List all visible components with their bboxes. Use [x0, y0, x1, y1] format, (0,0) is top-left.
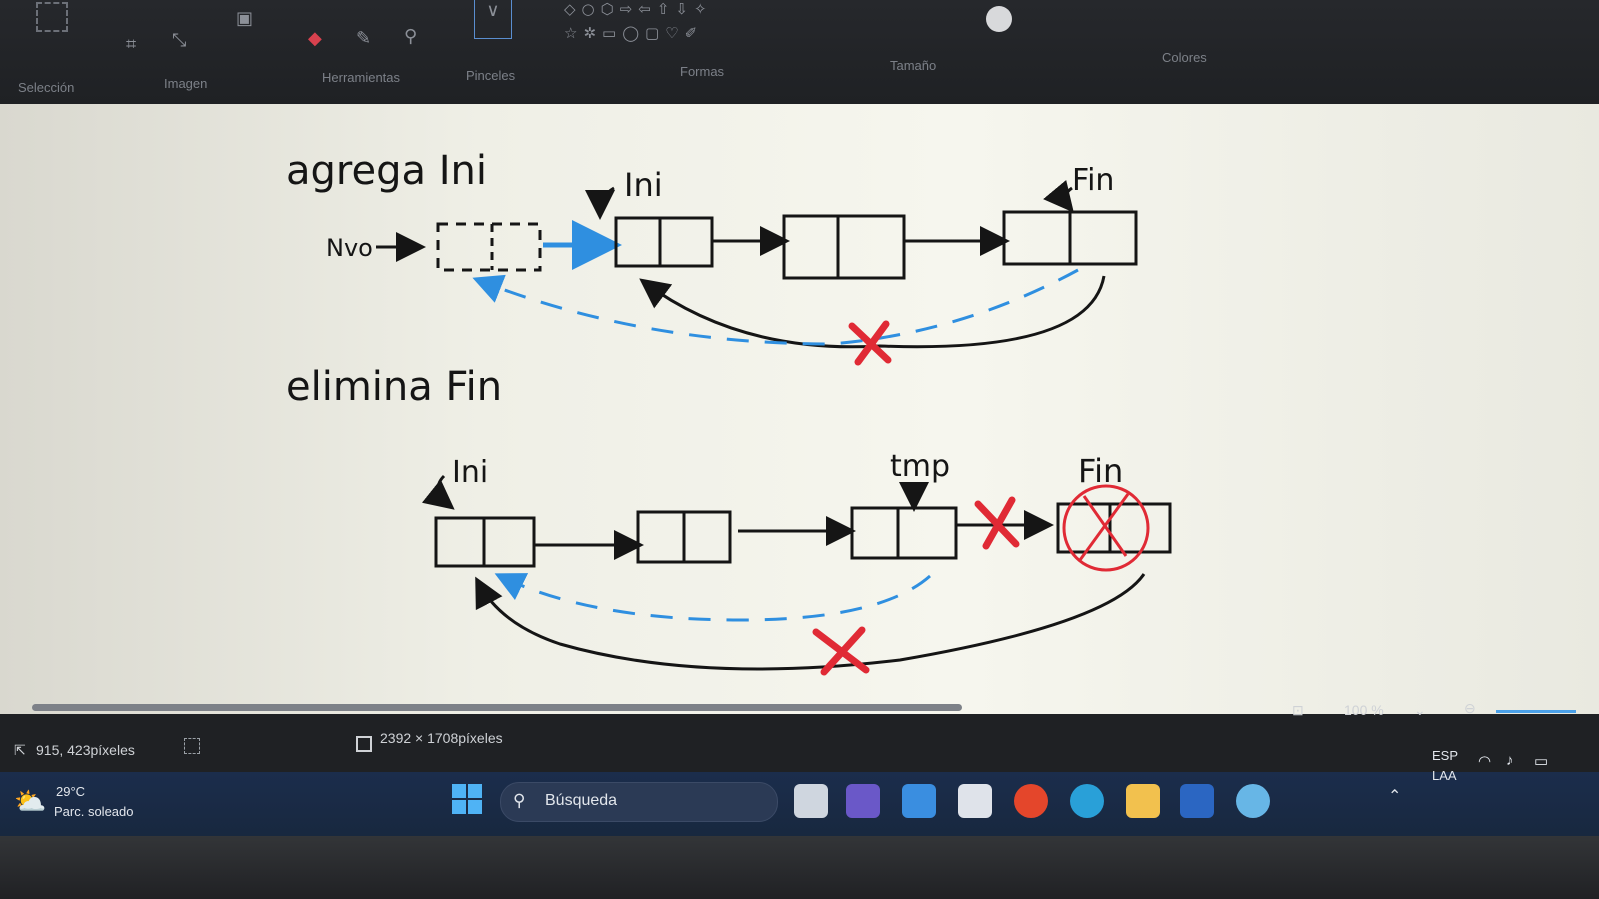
tmp-label: tmp [890, 449, 950, 484]
wifi-icon[interactable]: ◠ [1478, 753, 1492, 770]
pencil-icon[interactable]: ✎ [356, 28, 372, 49]
select-icon[interactable] [36, 2, 68, 32]
status-bar: ⇱ 915, 423píxeles 2392 × 1708píxeles ⊡ 1… [0, 700, 1599, 772]
monitor-bezel [0, 836, 1599, 899]
zoom-level[interactable]: 100 % [1344, 702, 1384, 718]
store-icon[interactable] [958, 784, 992, 818]
paint-icon[interactable] [1236, 784, 1270, 818]
image-size: 2392 × 1708píxeles [380, 730, 503, 746]
file-explorer-icon[interactable] [1126, 784, 1160, 818]
windows-taskbar: ⛅ 29°C Parc. soleado ⚲ Búsqueda ⌃ ESP LA… [0, 748, 1599, 836]
section2-title: elimina Fin [286, 364, 502, 410]
edge-icon[interactable] [1070, 784, 1104, 818]
ini-label-1: Ini [624, 166, 663, 204]
ini-pointer-1 [585, 186, 616, 220]
nvo-label: Nvo [326, 234, 373, 262]
keyboard-layout[interactable]: LAA [1432, 768, 1457, 783]
battery-icon[interactable]: ▭ [1534, 753, 1549, 770]
shapes-row2-icon[interactable]: ☆✲▭◯▢♡✐ [564, 24, 704, 42]
list-node-tmp [850, 506, 958, 560]
mail-icon[interactable] [902, 784, 936, 818]
old-back-link-2 [475, 573, 1146, 671]
zoom-slider[interactable] [1496, 710, 1576, 713]
group-label-herramientas: Herramientas [322, 70, 401, 85]
task-view-icon[interactable] [794, 784, 828, 818]
group-label-imagen: Imagen [164, 76, 208, 91]
weather-icon[interactable]: ⛅ [14, 786, 47, 816]
magnifier-icon[interactable]: ⚲ [404, 26, 418, 47]
deleted-node-mark [1062, 484, 1150, 572]
fin-label-1: Fin [1072, 163, 1114, 198]
group-label-seleccion: Selección [18, 80, 75, 95]
weather-desc[interactable]: Parc. soleado [54, 804, 134, 819]
chevron-up-icon[interactable]: ⌃ [1388, 788, 1402, 805]
list-node-1 [614, 216, 714, 268]
section1-title: agrega Ini [286, 148, 487, 194]
teams-icon[interactable] [846, 784, 880, 818]
list-node-2 [782, 214, 906, 280]
weather-temp[interactable]: 29°C [56, 784, 86, 799]
group-label-colores: Colores [1162, 50, 1207, 65]
word-icon[interactable] [1180, 784, 1214, 818]
shapes-icon[interactable]: ◇○⬡⇨⇦⇧⇩✧ [564, 0, 713, 18]
cursor-icon: ⇱ [14, 742, 26, 758]
brush-icon[interactable]: ∨ [474, 0, 512, 39]
old-back-link [639, 275, 1106, 349]
red-cross-3 [812, 626, 870, 676]
rotate-icon[interactable]: ▣ [236, 8, 254, 29]
group-label-pinceles: Pinceles [466, 68, 516, 83]
image-size-icon [356, 736, 372, 752]
new-back-link-2 [494, 573, 931, 622]
selection-size-icon [184, 738, 200, 754]
drawing-canvas[interactable]: agrega Ini Nvo Ini Fin elimina Fin [0, 104, 1599, 714]
taskbar-search[interactable]: ⚲ Búsqueda [500, 782, 778, 822]
resize-icon[interactable]: ⤡ [172, 30, 187, 51]
linked-list-sketch: agrega Ini Nvo Ini Fin elimina Fin [286, 148, 1172, 676]
search-placeholder: Búsqueda [545, 792, 618, 809]
red-cross-1 [848, 320, 892, 366]
zoom-out-icon[interactable]: ⊖ [1464, 700, 1476, 716]
horizontal-scrollbar[interactable] [32, 704, 962, 711]
eraser-icon[interactable]: ◆ [308, 28, 322, 49]
crop-icon[interactable]: ⌗ [126, 34, 137, 55]
cursor-position: 915, 423píxeles [36, 742, 135, 758]
language-code[interactable]: ESP [1432, 748, 1459, 763]
red-cross-2 [974, 496, 1020, 550]
paint-ribbon: ⌗ ⤡ ▣ ◆ ✎ ⚲ ∨ ◇○⬡⇨⇦⇧⇩✧ ☆✲▭◯▢♡✐ Selección… [0, 0, 1599, 118]
chevron-down-icon[interactable]: ⌄ [1414, 702, 1426, 718]
ini-pointer-2 [421, 474, 455, 510]
ini-label-2: Ini [452, 455, 488, 490]
search-icon: ⚲ [513, 791, 526, 810]
size-icon[interactable] [986, 6, 1012, 32]
new-node-box [436, 222, 542, 272]
chrome-icon[interactable] [1014, 784, 1048, 818]
list-node-fin [1056, 502, 1172, 554]
fin-label-2: Fin [1078, 452, 1123, 490]
new-back-link [472, 268, 1079, 346]
fit-screen-icon[interactable]: ⊡ [1292, 702, 1304, 718]
volume-icon[interactable]: ♪ [1506, 752, 1514, 769]
group-label-formas: Formas [680, 64, 725, 79]
start-icon[interactable] [452, 784, 482, 814]
group-label-tamano: Tamaño [890, 58, 937, 73]
